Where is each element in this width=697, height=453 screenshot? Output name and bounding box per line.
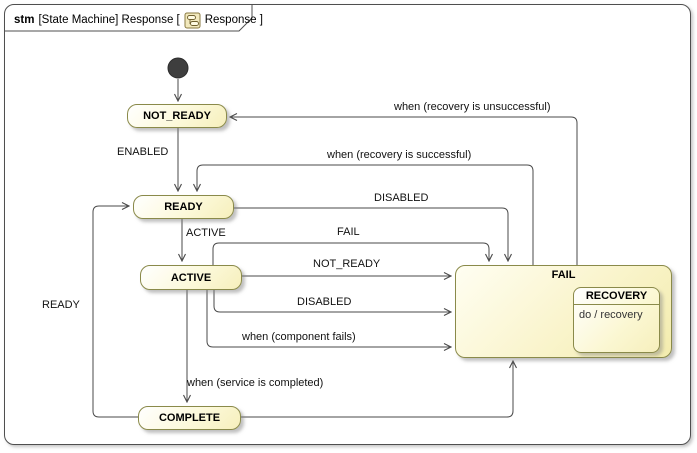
initial-pseudostate[interactable]: [167, 57, 189, 79]
state-recovery-label: RECOVERY: [574, 288, 659, 305]
transition-disabled-active-fail[interactable]: [213, 289, 451, 312]
transition-recovery-successful[interactable]: [197, 164, 534, 265]
state-fail-label: FAIL: [551, 269, 576, 281]
transition-ready[interactable]: [92, 206, 138, 418]
transition-label-ready[interactable]: READY: [42, 299, 80, 311]
state-not-ready-label: NOT_READY: [143, 110, 211, 122]
transition-label-not-ready[interactable]: NOT_READY: [313, 258, 381, 270]
state-active-label: ACTIVE: [170, 271, 212, 284]
transition-label-active[interactable]: ACTIVE: [186, 227, 226, 239]
state-ready[interactable]: READY: [133, 195, 234, 219]
transition-label-recovery-successful[interactable]: when (recovery is successful): [327, 149, 472, 161]
state-not-ready[interactable]: NOT_READY: [127, 104, 227, 128]
state-active[interactable]: ACTIVE: [140, 265, 242, 290]
transition-label-component-fails[interactable]: when (component fails): [242, 331, 356, 343]
state-complete[interactable]: COMPLETE: [138, 406, 241, 430]
state-recovery[interactable]: RECOVERY do / recovery: [573, 287, 660, 353]
state-complete-label: COMPLETE: [158, 412, 221, 424]
frame-keyword: stm: [14, 14, 35, 26]
frame-title-pre: [State Machine] Response [: [38, 14, 180, 26]
transition-label-fail[interactable]: FAIL: [337, 226, 360, 238]
transition-component-fails[interactable]: [206, 289, 451, 347]
frame-title: stm [State Machine] Response [ Response …: [14, 11, 263, 29]
transition-label-enabled[interactable]: ENABLED: [117, 146, 169, 158]
state-machine-diagram-icon: [184, 12, 201, 29]
transition-label-service-completed[interactable]: when (service is completed): [187, 377, 324, 389]
transition-complete-fail[interactable]: [241, 361, 513, 418]
state-recovery-activity: do / recovery: [579, 309, 643, 321]
transition-label-disabled-2[interactable]: DISABLED: [297, 296, 352, 308]
transition-recovery-unsuccessful[interactable]: [230, 117, 578, 265]
transition-fail[interactable]: [212, 242, 489, 265]
state-ready-label: READY: [164, 201, 203, 213]
transition-disabled-ready-fail[interactable]: [234, 207, 508, 261]
transition-label-recovery-unsuccessful[interactable]: when (recovery is unsuccessful): [394, 101, 551, 113]
transition-label-disabled-1[interactable]: DISABLED: [374, 192, 429, 204]
diagram-frame: [4, 4, 691, 445]
frame-title-post: Response ]: [204, 14, 263, 26]
